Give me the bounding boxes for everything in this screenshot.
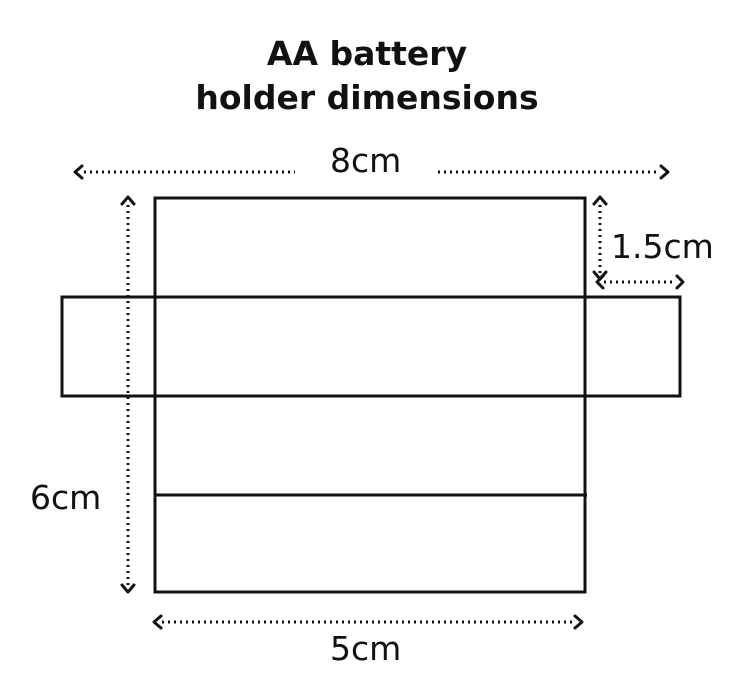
arrowhead-tab-height-top <box>592 195 608 206</box>
diagram-title: AA battery holder dimensions <box>0 32 734 120</box>
arrowhead-height-top <box>120 195 136 206</box>
arrowhead-overall-right <box>659 164 670 180</box>
holder-strip <box>60 295 682 398</box>
title-line-1: AA battery <box>266 34 468 73</box>
arrowhead-tab-width-left <box>595 274 605 290</box>
overall-width-label: 8cm <box>330 141 402 180</box>
arrowhead-body-right <box>573 614 584 630</box>
height-label: 6cm <box>30 478 102 517</box>
arrowhead-height-bottom <box>120 583 136 594</box>
arrowhead-overall-left <box>73 164 84 180</box>
body-width-label: 5cm <box>330 629 402 668</box>
tab-width-label: 1.5cm <box>611 227 714 266</box>
arrowhead-tab-width-right <box>675 274 685 290</box>
title-line-2: holder dimensions <box>195 78 539 117</box>
arrowhead-body-left <box>152 614 163 630</box>
